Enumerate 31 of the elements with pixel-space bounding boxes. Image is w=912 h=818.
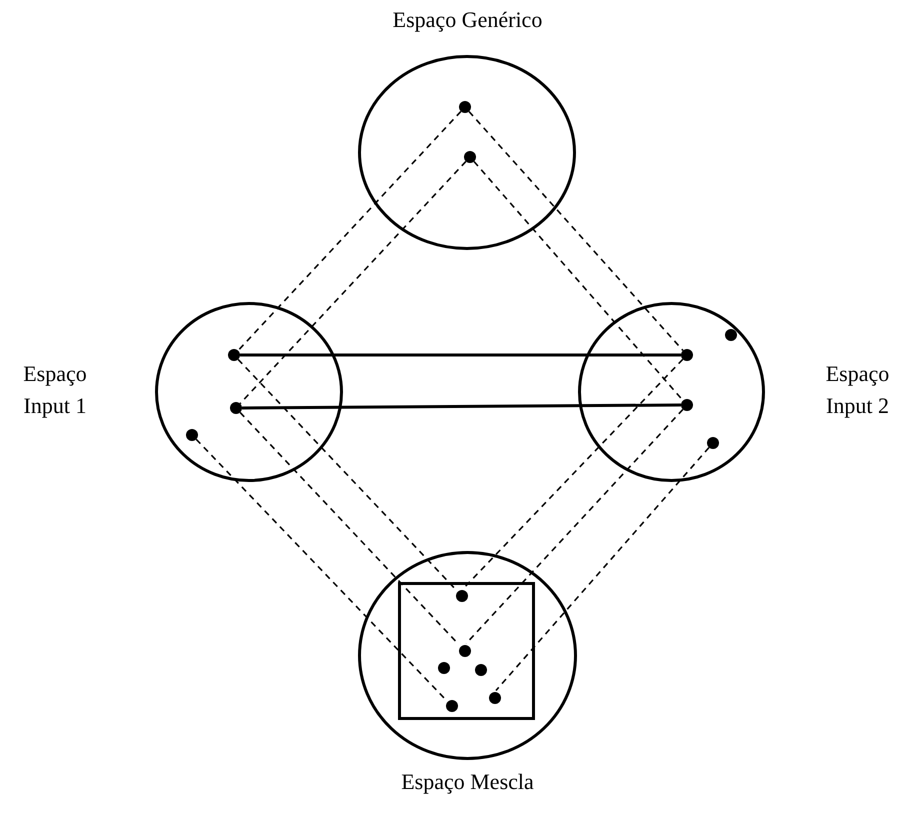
dot	[230, 402, 242, 414]
dot	[456, 590, 468, 602]
dashed-line	[468, 110, 684, 352]
space-title: Espaço Mescla	[400, 768, 535, 796]
dot	[186, 429, 198, 441]
space-title: Espaço Genérico	[392, 6, 544, 34]
dashed-line	[495, 446, 710, 692]
dot	[725, 329, 737, 341]
dashed-line	[462, 358, 684, 590]
dot	[681, 399, 693, 411]
dot	[446, 700, 458, 712]
dot	[707, 437, 719, 449]
space-title: Espaço Input 1	[22, 360, 88, 420]
dashed-line	[240, 412, 458, 644]
dashed-line	[240, 160, 466, 404]
space-title: Espaço Input 2	[824, 360, 890, 420]
dashed-line	[238, 110, 462, 352]
blend-square	[398, 582, 535, 720]
dot	[489, 692, 501, 704]
dot	[459, 645, 471, 657]
solid-line	[240, 354, 681, 356]
dot	[228, 349, 240, 361]
dot	[475, 664, 487, 676]
dot	[464, 151, 476, 163]
dot	[459, 101, 471, 113]
solid-line	[242, 404, 681, 410]
dashed-line	[196, 438, 446, 700]
dashed-line	[466, 408, 684, 644]
dashed-line	[238, 358, 456, 590]
dot	[681, 349, 693, 361]
dot	[438, 662, 450, 674]
